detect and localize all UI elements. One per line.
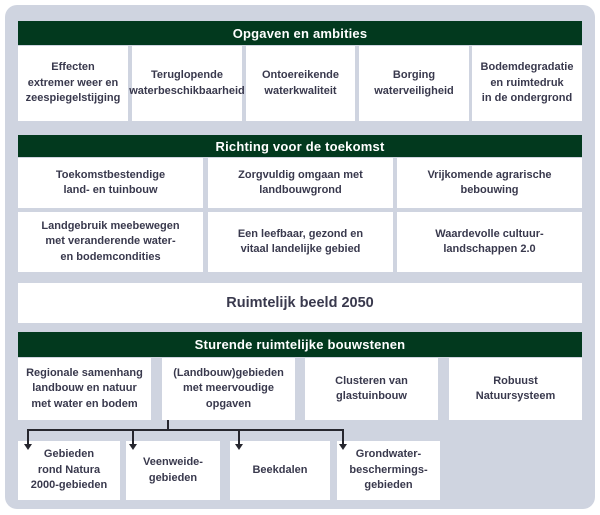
box-clusteren-glastuinbouw: Clusteren van glastuinbouw xyxy=(305,358,438,420)
box-grondwaterbeschermingsgebieden: Grondwater- beschermings- gebieden xyxy=(337,441,440,500)
box-robuust-natuursysteem: Robuust Natuursysteem xyxy=(449,358,582,420)
section-header-opgaven: Opgaven en ambities xyxy=(18,21,582,45)
banner-ruimtelijk-beeld-2050: Ruimtelijk beeld 2050 xyxy=(18,283,582,323)
connector-horizontal-line xyxy=(27,429,344,431)
connector-drop-1 xyxy=(27,429,29,445)
box-veenweidegebieden: Veenweide- gebieden xyxy=(126,441,220,500)
box-leefbaar-gezond-gebied: Een leefbaar, gezond en vitaal landelijk… xyxy=(208,212,393,272)
connector-drop-4 xyxy=(342,429,344,445)
box-borging-waterveiligheid: Borging waterveiligheid xyxy=(359,46,469,121)
box-waardevolle-cultuurlandschappen: Waardevolle cultuur- landschappen 2.0 xyxy=(397,212,582,272)
box-vrijkomende-bebouwing: Vrijkomende agrarische bebouwing xyxy=(397,158,582,208)
box-landgebruik-meebewegen: Landgebruik meebewegen met veranderende … xyxy=(18,212,203,272)
arrow-down-icon xyxy=(24,444,32,450)
connector-stem xyxy=(167,420,169,430)
connector-drop-2 xyxy=(132,429,134,445)
box-beekdalen: Beekdalen xyxy=(230,441,330,500)
box-toekomstbestendige-landbouw: Toekomstbestendige land- en tuinbouw xyxy=(18,158,203,208)
box-bodemdegradatie-ruimtedruk: Bodemdegradatie en ruimtedruk in de onde… xyxy=(472,46,582,121)
arrow-down-icon xyxy=(129,444,137,450)
box-regionale-samenhang: Regionale samenhang landbouw en natuur m… xyxy=(18,358,151,420)
box-natura-2000-gebieden: Gebieden rond Natura 2000-gebieden xyxy=(18,441,120,500)
box-teruglopende-waterbeschikbaarheid: Teruglopende waterbeschikbaarheid xyxy=(129,46,245,121)
arrow-down-icon xyxy=(235,444,243,450)
section-header-richting: Richting voor de toekomst xyxy=(18,135,582,157)
arrow-down-icon xyxy=(339,444,347,450)
box-landbouwgebieden-meervoudig: (Landbouw)gebieden met meervoudige opgav… xyxy=(162,358,295,420)
box-zorgvuldig-landbouwgrond: Zorgvuldig omgaan met landbouwgrond xyxy=(208,158,393,208)
box-effecten-extremer-weer: Effecten extremer weer en zeespiegelstij… xyxy=(18,46,128,121)
box-ontoereikende-waterkwaliteit: Ontoereikende waterkwaliteit xyxy=(246,46,355,121)
section-header-bouwstenen: Sturende ruimtelijke bouwstenen xyxy=(18,332,582,357)
connector-drop-3 xyxy=(238,429,240,445)
